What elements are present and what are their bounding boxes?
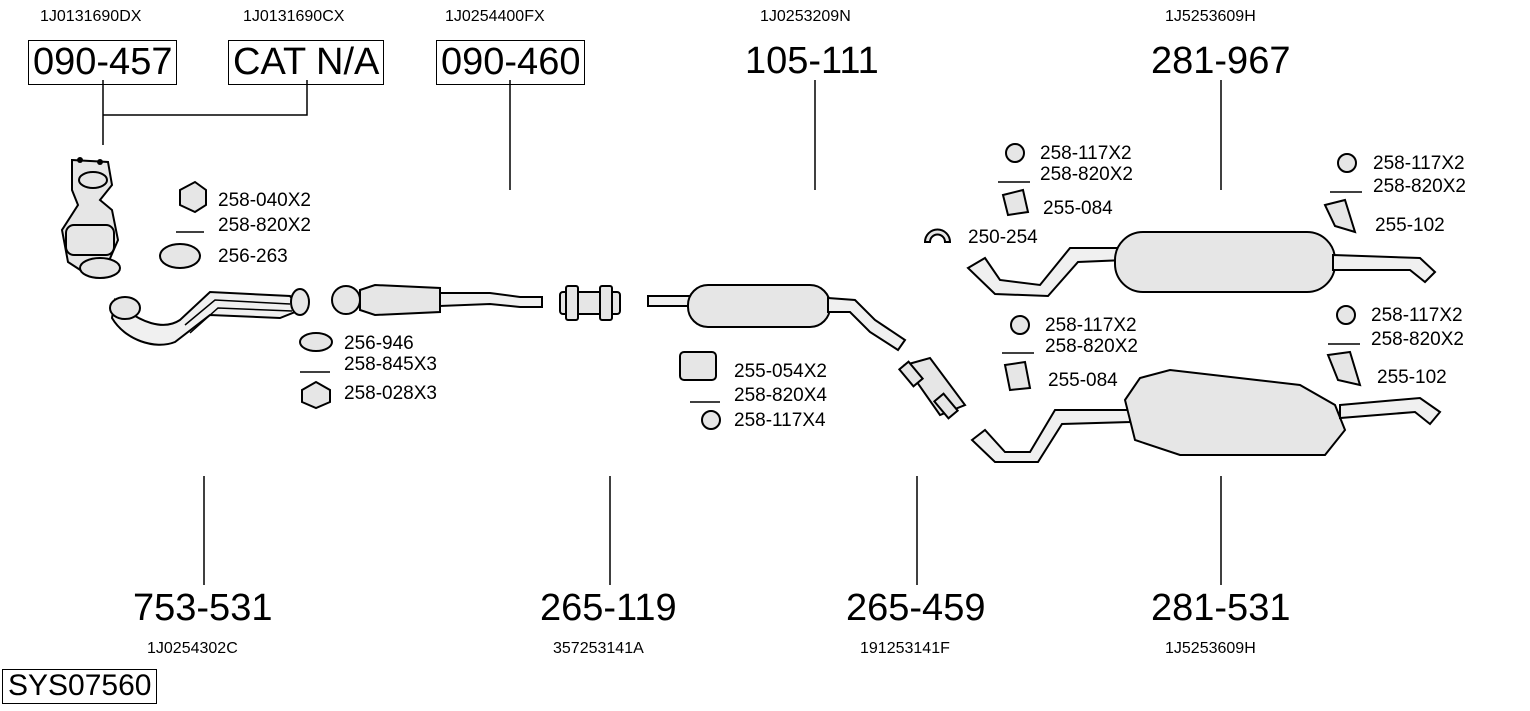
- clamp-265-459-drawing: [897, 356, 967, 420]
- oe-number-5: 1J5253609H: [1165, 8, 1256, 25]
- rear-silencer-lower-drawing: [970, 368, 1442, 463]
- fitting-label[interactable]: 258-117X2: [1045, 315, 1137, 336]
- fitting-label[interactable]: 258-117X4: [734, 410, 826, 431]
- part-code-281-531[interactable]: 281-531: [1151, 587, 1291, 629]
- fitting-label[interactable]: 255-084: [1048, 370, 1118, 391]
- fitting-label[interactable]: 258-820X2: [1040, 164, 1133, 185]
- fitting-label[interactable]: 258-028X3: [344, 383, 437, 404]
- part-code-090-460[interactable]: 090-460: [436, 40, 586, 85]
- catalytic-converter-drawing: [60, 157, 121, 279]
- oe-number-4: 1J0253209N: [760, 8, 851, 25]
- centre-silencer-drawing: [647, 284, 907, 352]
- fitting-icons: [159, 143, 1362, 430]
- oe-number-1: 1J0131690DX: [40, 8, 142, 25]
- fitting-label[interactable]: 258-117X2: [1040, 143, 1132, 164]
- fitting-label[interactable]: 258-820X2: [218, 215, 311, 236]
- clamp-265-119-drawing: [559, 285, 621, 321]
- front-pipe-drawing: [109, 288, 310, 346]
- part-code-105-111[interactable]: 105-111: [745, 40, 879, 82]
- fitting-label[interactable]: 250-254: [968, 227, 1038, 248]
- oe-number-3: 1J0254400FX: [445, 8, 545, 25]
- oe-number-6: 1J0254302C: [147, 640, 238, 657]
- fitting-label[interactable]: 258-820X2: [1371, 329, 1464, 350]
- fitting-label[interactable]: 258-820X2: [1045, 336, 1138, 357]
- fitting-label[interactable]: 258-820X4: [734, 385, 827, 406]
- part-code-265-119[interactable]: 265-119: [540, 587, 677, 629]
- fitting-label[interactable]: 258-117X2: [1373, 153, 1465, 174]
- fitting-label[interactable]: 258-845X3: [344, 354, 437, 375]
- oe-number-8: 191253141F: [860, 640, 950, 657]
- system-id: SYS07560: [2, 669, 158, 704]
- oe-number-9: 1J5253609H: [1165, 640, 1256, 657]
- fitting-label[interactable]: 255-102: [1377, 367, 1447, 388]
- fitting-label[interactable]: 258-040X2: [218, 190, 311, 211]
- fitting-label[interactable]: 255-054X2: [734, 361, 827, 382]
- part-code-cat-na[interactable]: CAT N/A: [228, 40, 385, 85]
- fitting-label[interactable]: 258-117X2: [1371, 305, 1463, 326]
- part-code-090-457[interactable]: 090-457: [28, 40, 178, 85]
- fitting-label[interactable]: 256-946: [344, 333, 414, 354]
- part-code-265-459[interactable]: 265-459: [846, 587, 986, 629]
- leader-lines: [102, 80, 1222, 585]
- fitting-label[interactable]: 258-820X2: [1373, 176, 1466, 197]
- part-code-753-531[interactable]: 753-531: [133, 587, 273, 629]
- part-code-281-967[interactable]: 281-967: [1151, 40, 1291, 82]
- fitting-label[interactable]: 255-102: [1375, 215, 1445, 236]
- fitting-label[interactable]: 255-084: [1043, 198, 1113, 219]
- fitting-label[interactable]: 256-263: [218, 246, 288, 267]
- rear-silencer-upper-drawing: [966, 231, 1437, 298]
- oe-number-2: 1J0131690CX: [243, 8, 345, 25]
- mid-pipe-drawing: [331, 283, 543, 317]
- oe-number-7: 357253141A: [553, 640, 644, 657]
